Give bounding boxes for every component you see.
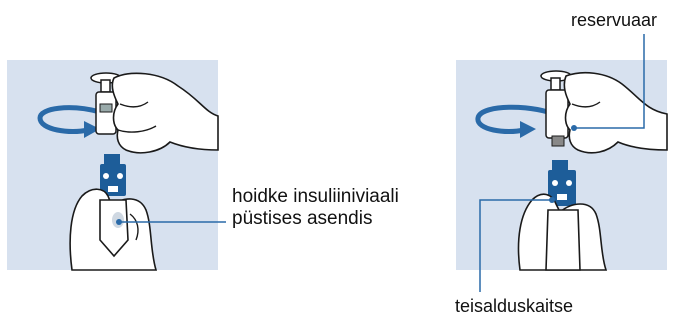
left-step-group <box>37 72 226 271</box>
hold-vial-upright-label: hoidke insuliiniviaali püstises asendis <box>232 186 399 230</box>
transfer-guard-icon <box>100 154 126 196</box>
guard-leader-line <box>479 199 552 292</box>
rotate-arrow-head-right <box>520 121 536 138</box>
transfer-guard-icon-right <box>548 160 576 206</box>
rotate-arrow-icon <box>37 105 101 134</box>
transfer-guard-label: teisalduskaitse <box>455 296 574 316</box>
reservoir-label: reservuaar <box>571 10 658 30</box>
upper-hand-icon-right <box>563 71 668 154</box>
hold-label-line-1: hoidke insuliiniviaali <box>232 186 399 207</box>
hold-label-line-2: püstises asendis <box>232 208 373 229</box>
reservoir-leader-line <box>574 34 645 129</box>
rotate-arrow-head <box>84 121 100 138</box>
reservoir-icon-right <box>540 70 572 147</box>
right-step-group <box>475 34 668 292</box>
upper-hand-icon <box>111 72 219 154</box>
rotate-arrow-icon-right <box>475 104 549 134</box>
insulin-vial-icon-right <box>545 209 581 271</box>
